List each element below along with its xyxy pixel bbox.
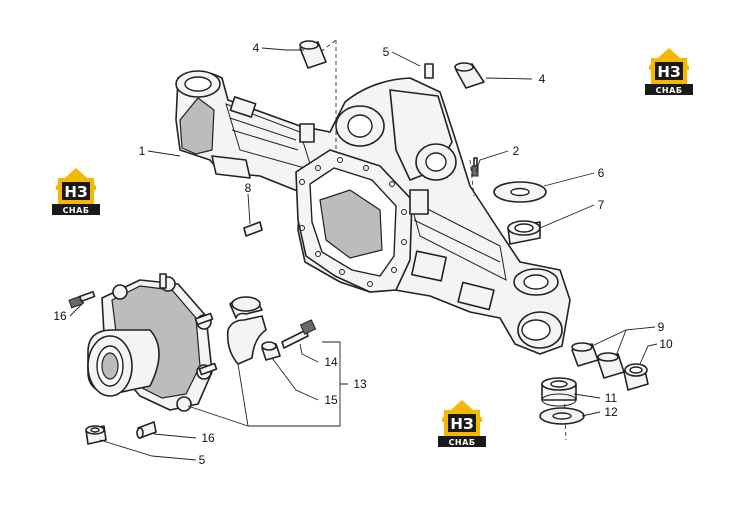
callout-6: 6 <box>598 166 605 180</box>
grease-nipple-2 <box>471 157 479 177</box>
logo-mark: НЗ <box>450 415 473 433</box>
bolt-16-top <box>68 290 96 309</box>
brand-logo-bottom: НЗ СНАБ <box>438 400 486 447</box>
bushings-9 <box>571 342 625 379</box>
callout-11: 11 <box>605 391 618 405</box>
callout-2: 2 <box>513 144 520 158</box>
callout-12: 12 <box>604 405 618 419</box>
callout-9: 9 <box>658 320 665 334</box>
pin-8 <box>243 221 263 237</box>
bushing-11 <box>541 377 577 407</box>
axle-housing <box>175 63 571 355</box>
callout-10: 10 <box>659 337 673 351</box>
logo-sub: СНАБ <box>656 86 683 95</box>
callout-15: 15 <box>324 393 338 407</box>
callout-14: 14 <box>324 355 338 369</box>
logo-mark: НЗ <box>657 63 680 81</box>
logo-mark: НЗ <box>64 183 87 201</box>
callout-13: 13 <box>353 377 367 391</box>
callout-4-left: 4 <box>253 41 260 55</box>
bushing-4-left <box>299 40 327 69</box>
callout-16-bottom: 16 <box>201 431 215 445</box>
bushing-4-right <box>454 62 485 89</box>
callout-4-right: 4 <box>539 72 546 86</box>
brand-logo-top-right: НЗ СНАБ <box>645 48 693 95</box>
callout-7: 7 <box>598 198 605 212</box>
logo-sub: СНАБ <box>449 438 476 447</box>
brand-logo-left: НЗ СНАБ <box>52 168 100 215</box>
flange-bolts <box>299 157 407 287</box>
bolt-14 <box>281 319 317 349</box>
half-shells-13 <box>226 296 267 365</box>
hub-carrier <box>87 273 218 412</box>
callout-8: 8 <box>245 181 252 195</box>
callout-16-top: 16 <box>53 309 67 323</box>
logo-sub: СНАБ <box>63 206 90 215</box>
bushing-15 <box>261 341 281 361</box>
leader-lines <box>69 47 658 461</box>
callout-numbers: 1 2 4 4 5 5 6 7 8 9 10 11 12 13 14 15 16… <box>53 41 673 467</box>
washer-6 <box>493 181 547 203</box>
nut-5-bottom <box>85 425 107 445</box>
ring-10 <box>623 363 649 391</box>
pin-16-bottom <box>136 421 157 439</box>
callout-5-bottom: 5 <box>199 453 206 467</box>
washer-12 <box>539 407 585 425</box>
callout-1: 1 <box>139 144 146 158</box>
callout-5-top: 5 <box>383 45 390 59</box>
bushing-7 <box>507 220 541 245</box>
